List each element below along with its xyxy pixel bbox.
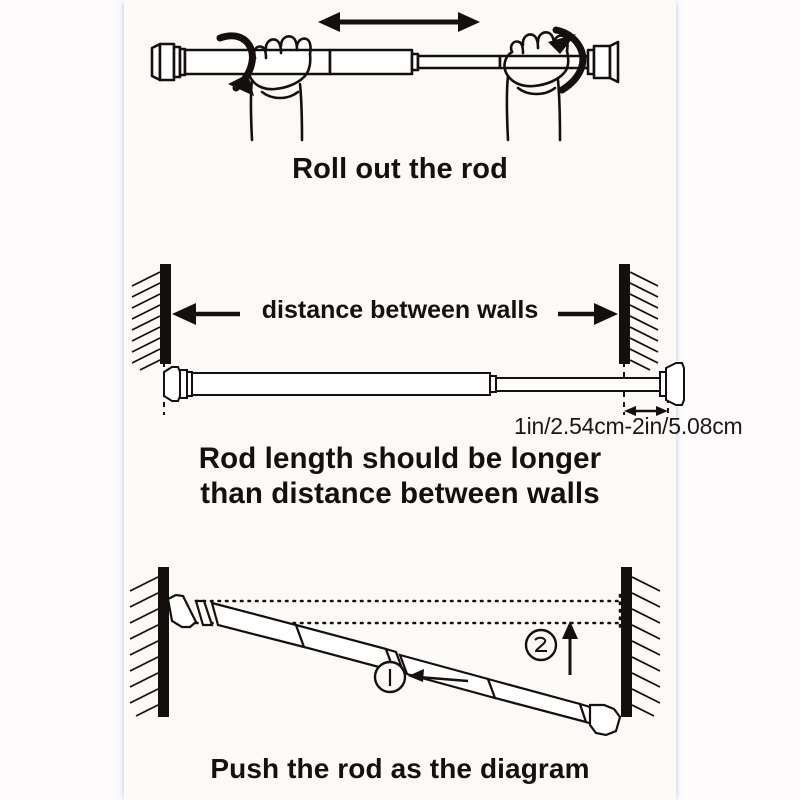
- left-hand-icon: [247, 35, 312, 142]
- step-1-illustration: [0, 0, 800, 230]
- distance-between-walls-label: distance between walls: [261, 296, 539, 324]
- step-2-caption: Rod length should be longer than distanc…: [198, 442, 602, 510]
- overlap-dimension-label: 1in/2.54cm-2in/5.08cm: [514, 413, 743, 439]
- right-wall-icon: [621, 567, 661, 717]
- rod-graphic: [166, 593, 622, 737]
- step-1-caption: Roll out the rod: [292, 153, 508, 185]
- step-3-illustration: [0, 555, 800, 740]
- callout-one: [373, 660, 469, 694]
- left-wall-icon: [129, 567, 169, 717]
- rod-graphic: [163, 362, 685, 406]
- right-rotation-arrow-icon: [548, 26, 587, 94]
- callout-two: [524, 621, 578, 675]
- overlap-dimension-arrow-icon: [624, 406, 668, 416]
- left-wall-icon: [131, 264, 171, 371]
- step-3-caption: Push the rod as the diagram: [210, 753, 590, 784]
- rod-graphic: [150, 40, 620, 84]
- right-hand-icon: [503, 31, 570, 142]
- extend-arrow-icon: [318, 12, 480, 32]
- step-2-illustration: [0, 250, 800, 420]
- ghost-final-position-outline: [194, 593, 622, 631]
- right-wall-icon: [619, 264, 659, 371]
